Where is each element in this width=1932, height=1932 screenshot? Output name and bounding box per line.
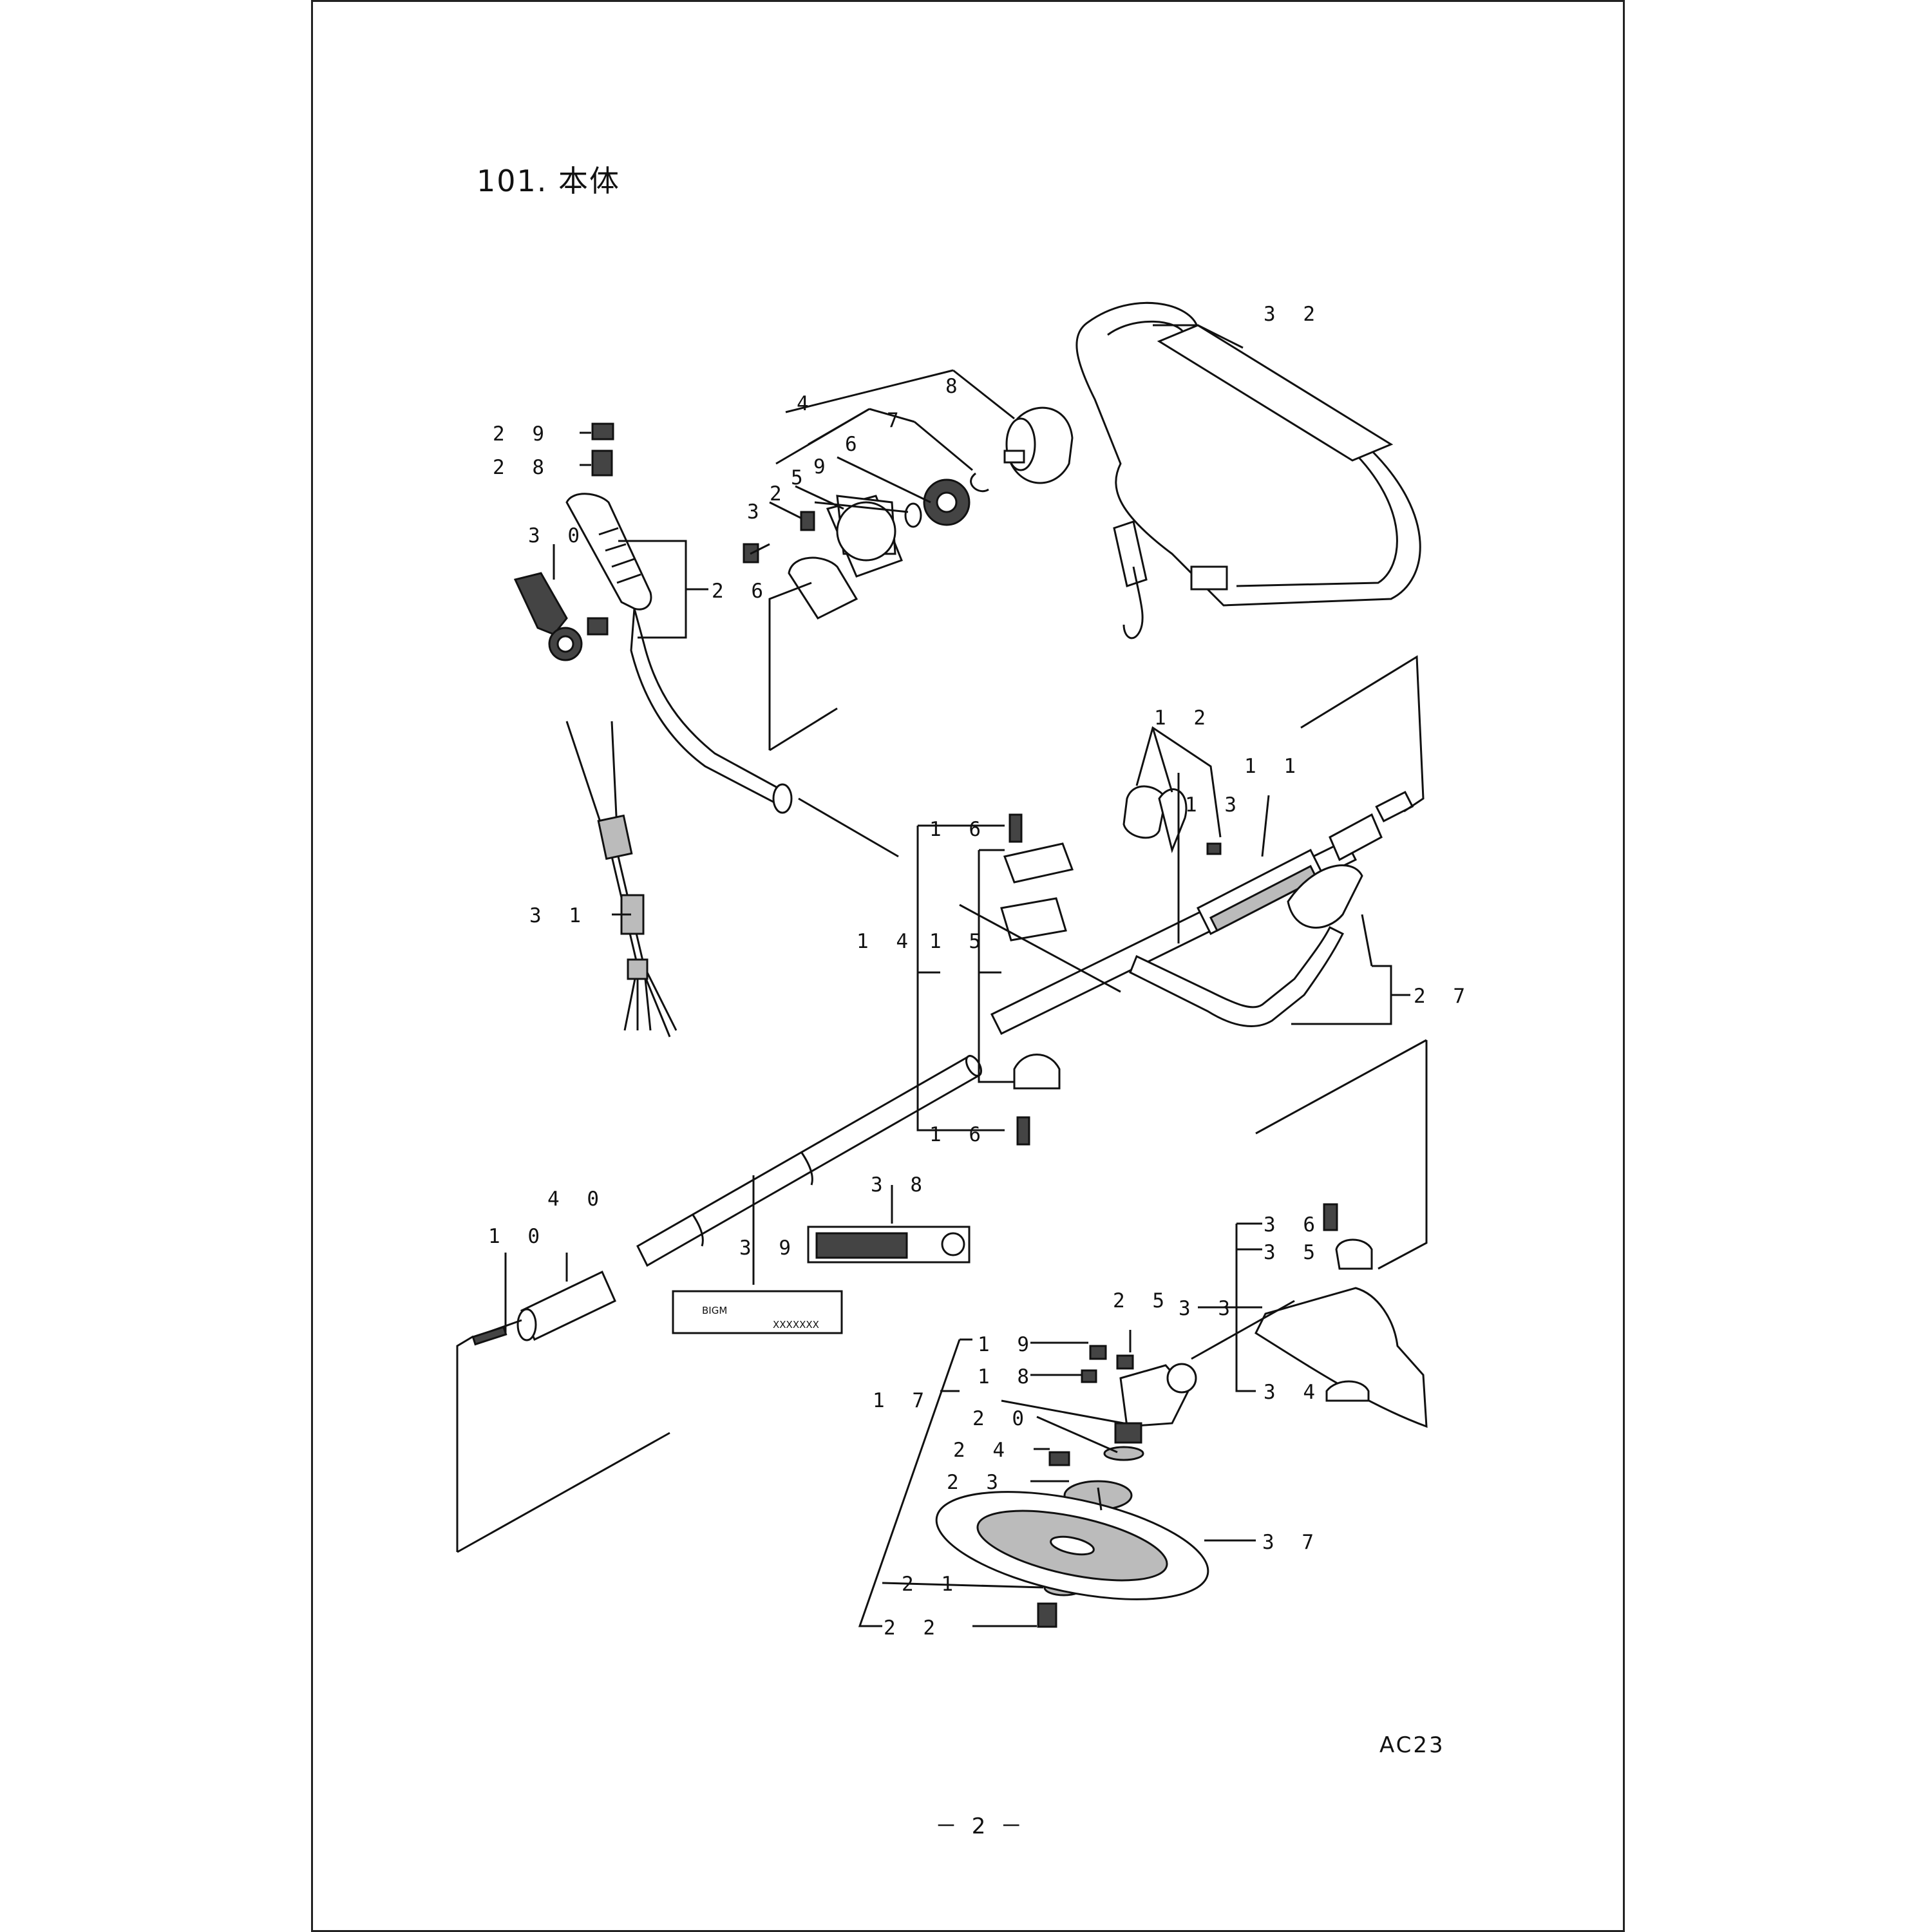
shoulder-harness-32 xyxy=(1075,301,1421,639)
callout-2: 2 xyxy=(770,482,790,506)
bolt-18 xyxy=(1081,1369,1097,1383)
callout-16-top: 1 6 xyxy=(929,818,989,841)
callout-37: 3 7 xyxy=(1262,1531,1321,1554)
decal-brand: BIGM xyxy=(702,1305,727,1316)
clamp-35 xyxy=(1335,1238,1373,1270)
callout-40: 4 0 xyxy=(547,1188,607,1211)
callout-38: 3 8 xyxy=(871,1173,930,1197)
throttle-handle-26 xyxy=(513,493,793,814)
callout-8: 8 xyxy=(945,375,965,398)
switch-28 xyxy=(591,450,613,477)
clamp-set-14 xyxy=(1000,813,1074,1146)
callout-24: 2 4 xyxy=(953,1439,1012,1462)
bolt-25 xyxy=(1116,1354,1134,1370)
main-pipe-11 xyxy=(990,790,1414,1036)
drawing-code: AC23 xyxy=(1379,1732,1445,1758)
callout-21: 2 1 xyxy=(902,1573,961,1596)
warning-decal-38 xyxy=(807,1226,971,1264)
callout-20: 2 0 xyxy=(972,1407,1032,1430)
callout-34: 3 4 xyxy=(1264,1381,1323,1404)
clamp-34 xyxy=(1325,1380,1370,1402)
callout-3: 3 xyxy=(747,500,767,524)
callout-25: 2 5 xyxy=(1113,1289,1172,1312)
nut-22 xyxy=(1037,1602,1057,1628)
callout-36: 3 6 xyxy=(1264,1213,1323,1236)
callout-14: 1 4 xyxy=(857,930,916,953)
bolt-36 xyxy=(1323,1203,1338,1231)
callout-22: 2 2 xyxy=(884,1616,943,1640)
callout-31: 3 1 xyxy=(529,904,589,927)
callout-33: 3 3 xyxy=(1179,1297,1238,1320)
callout-12: 1 2 xyxy=(1154,706,1213,730)
callout-4: 4 xyxy=(797,392,817,415)
callout-32: 3 2 xyxy=(1264,303,1323,326)
callout-26: 2 6 xyxy=(712,580,771,603)
brand-decal-39: BIGM XXXXXXX xyxy=(672,1290,843,1334)
callout-29: 2 9 xyxy=(493,422,552,446)
snap-ring-7 xyxy=(970,472,989,493)
wire-harness-31 xyxy=(565,721,677,1037)
gear-case-17 xyxy=(1114,1363,1197,1444)
blade-guard-33 xyxy=(1255,1203,1428,1428)
bolt-13 xyxy=(1206,842,1222,855)
callout-11: 1 1 xyxy=(1244,755,1303,778)
callout-9: 9 xyxy=(813,455,833,478)
bolt-2 xyxy=(800,511,815,531)
callout-15: 1 5 xyxy=(929,930,989,953)
callout-19: 1 9 xyxy=(978,1333,1037,1356)
page-title: 101. 本体 xyxy=(477,164,621,198)
parts-diagram-sheet xyxy=(311,0,1625,1932)
callout-7: 7 xyxy=(887,409,907,432)
bolt-19 xyxy=(1089,1345,1107,1360)
callout-18: 1 8 xyxy=(978,1365,1037,1388)
callout-16-bottom: 1 6 xyxy=(929,1123,989,1146)
saw-blade-37 xyxy=(935,1491,1209,1600)
callout-labels: 2 9 2 8 3 0 2 6 3 1 4 8 7 6 5 9 3 2 3 2 … xyxy=(488,303,1473,1640)
bolt-16-bottom xyxy=(1016,1116,1030,1146)
clutch-drum-8 xyxy=(1003,406,1074,484)
callout-17: 1 7 xyxy=(873,1389,932,1412)
callout-6: 6 xyxy=(845,433,865,456)
decal-code: XXXXXXX xyxy=(773,1319,819,1331)
leader-lines xyxy=(456,324,1428,1627)
bolt-24 xyxy=(1048,1451,1070,1466)
switch-cap-29 xyxy=(591,422,614,440)
bar-handle-27 xyxy=(1129,864,1363,1027)
handle-clamp-12 xyxy=(1122,785,1188,853)
bearing-6 xyxy=(923,478,971,526)
page-number: － 2 － xyxy=(935,1814,1027,1839)
callout-39: 3 9 xyxy=(739,1236,799,1260)
clutch-housing-5 xyxy=(788,495,903,620)
snap-ring-9 xyxy=(904,502,922,528)
shaft-end-10 xyxy=(471,1325,507,1346)
callout-28: 2 8 xyxy=(493,456,552,479)
callout-5: 5 xyxy=(791,466,811,489)
callout-35: 3 5 xyxy=(1264,1241,1323,1264)
callout-30: 3 0 xyxy=(528,524,587,547)
callout-10: 1 0 xyxy=(488,1225,547,1248)
bolt-16-top xyxy=(1009,813,1023,843)
callout-13: 1 3 xyxy=(1185,793,1244,817)
callout-23: 2 3 xyxy=(947,1471,1006,1494)
callout-27: 2 7 xyxy=(1414,985,1473,1008)
